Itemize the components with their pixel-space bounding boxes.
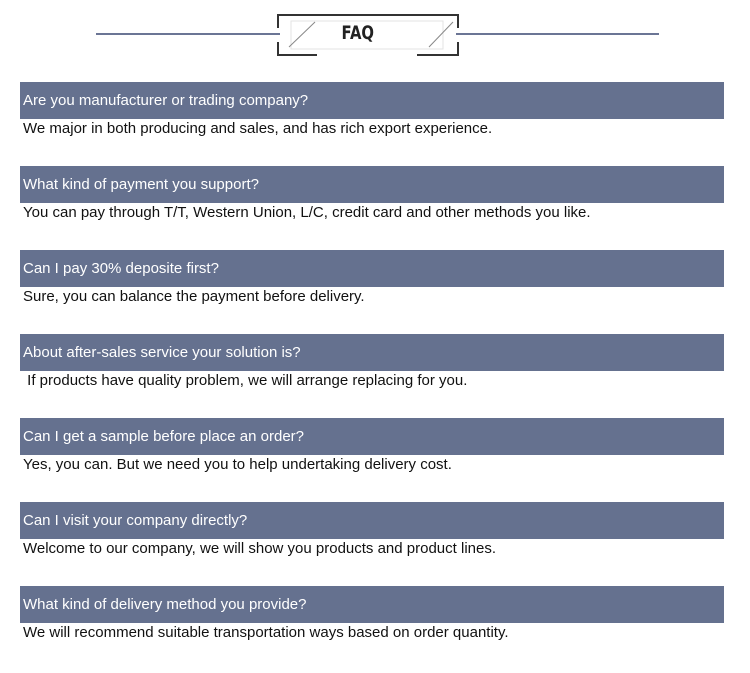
page-title: FAQ (341, 22, 375, 44)
faq-question: What kind of delivery method you provide… (20, 586, 724, 623)
faq-answer: We will recommend suitable transportatio… (23, 624, 509, 641)
faq-item: About after-sales service your solution … (20, 334, 724, 418)
faq-item: What kind of delivery method you provide… (20, 586, 724, 670)
faq-answer: You can pay through T/T, Western Union, … (23, 204, 591, 221)
faq-answer: If products have quality problem, we wil… (23, 372, 468, 389)
faq-item: Can I get a sample before place an order… (20, 418, 724, 502)
faq-answer: Yes, you can. But we need you to help un… (23, 456, 452, 473)
faq-question: Can I pay 30% deposite first? (20, 250, 724, 287)
faq-question: What kind of payment you support? (20, 166, 724, 203)
faq-answer: Welcome to our company, we will show you… (23, 540, 497, 557)
header-rule-right (456, 33, 659, 35)
faq-item: Can I pay 30% deposite first? Sure, you … (20, 250, 724, 334)
faq-item: What kind of payment you support? You ca… (20, 166, 724, 250)
faq-answer: Sure, you can balance the payment before… (23, 288, 365, 305)
faq-list: Are you manufacturer or trading company?… (20, 82, 724, 670)
faq-header: FAQ (0, 0, 750, 60)
title-frame-bracket-icon (277, 14, 459, 56)
title-frame (277, 14, 459, 56)
faq-question: About after-sales service your solution … (20, 334, 724, 371)
faq-item: Are you manufacturer or trading company?… (20, 82, 724, 166)
faq-item: Can I visit your company directly? Welco… (20, 502, 724, 586)
header-rule-left (96, 33, 280, 35)
faq-question: Can I visit your company directly? (20, 502, 724, 539)
faq-question: Are you manufacturer or trading company? (20, 82, 724, 119)
faq-answer: We major in both producing and sales, an… (23, 120, 493, 137)
faq-question: Can I get a sample before place an order… (20, 418, 724, 455)
